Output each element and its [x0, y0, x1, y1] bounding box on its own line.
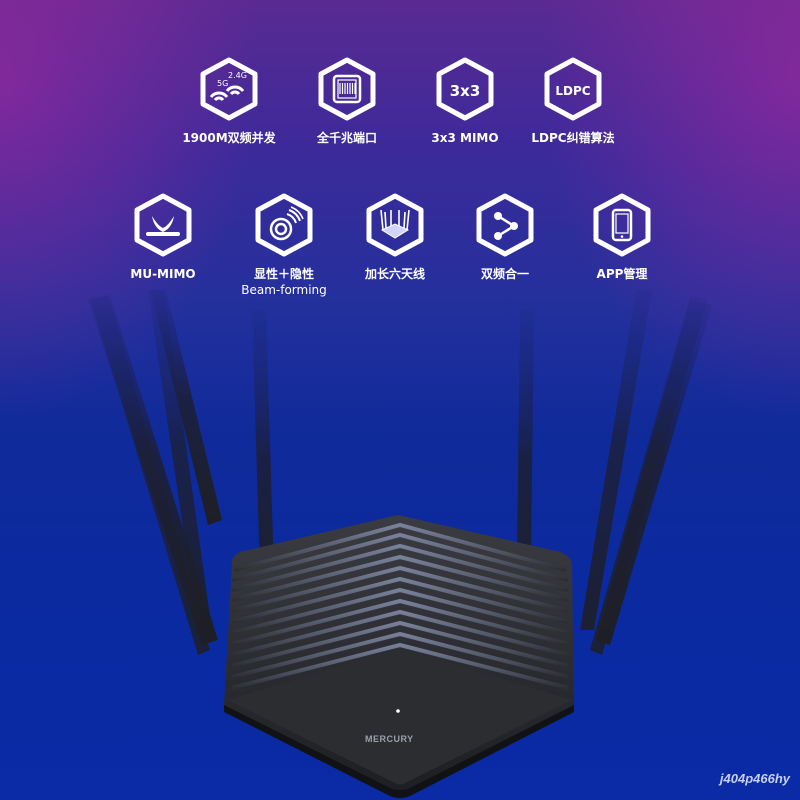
ldpc-icon: LDPC: [542, 56, 604, 122]
mimo-3x3-icon: 3x3: [434, 56, 496, 122]
beamforming-icon: [253, 192, 315, 258]
svg-text:5G: 5G: [217, 79, 228, 88]
six-antenna-router-icon: [364, 192, 426, 258]
feature-label: 加长六天线: [364, 267, 425, 281]
router-body: [224, 515, 574, 798]
feature-label: 1900M双频并发: [182, 131, 276, 145]
feature-app-management: APP管理: [567, 192, 677, 282]
mu-mimo-icon: [132, 192, 194, 258]
feature-label: 全千兆端口: [316, 131, 377, 145]
background-glow-left: [0, 0, 260, 420]
feature-gigabit-ports: 全千兆端口: [292, 56, 402, 146]
smartphone-app-icon: [591, 192, 653, 258]
feature-six-antennas: 加长六天线: [340, 192, 450, 282]
feature-label: LDPC纠错算法: [531, 131, 615, 145]
feature-label: 显性＋隐性: [253, 267, 314, 281]
share-merge-icon: [474, 192, 536, 258]
svg-text:3x3: 3x3: [450, 82, 481, 100]
feature-label: 双频合一: [480, 267, 529, 281]
watermark: j404p466hy: [719, 771, 790, 786]
svg-text:LDPC: LDPC: [555, 84, 590, 98]
feature-dual-band: 5G 2.4G 1900M双频并发: [174, 56, 284, 146]
status-led: [396, 709, 400, 713]
feature-ldpc: LDPC LDPC纠错算法: [518, 56, 628, 146]
feature-beamforming: 显性＋隐性 Beam-forming: [229, 192, 339, 298]
brand-logo: MERCURY: [365, 734, 414, 744]
feature-label: APP管理: [596, 267, 648, 281]
feature-mu-mimo: MU-MIMO: [108, 192, 218, 282]
svg-text:2.4G: 2.4G: [228, 71, 247, 80]
feature-sublabel: Beam-forming: [241, 283, 327, 297]
feature-label: MU-MIMO: [130, 267, 196, 281]
feature-3x3-mimo: 3x3 3x3 MIMO: [410, 56, 520, 146]
background-glow-right: [540, 0, 800, 420]
feature-band-steering: 双频合一: [450, 192, 560, 282]
feature-label: 3x3 MIMO: [431, 131, 499, 145]
dual-band-wifi-icon: 5G 2.4G: [198, 56, 260, 122]
ethernet-port-icon: [316, 56, 378, 122]
